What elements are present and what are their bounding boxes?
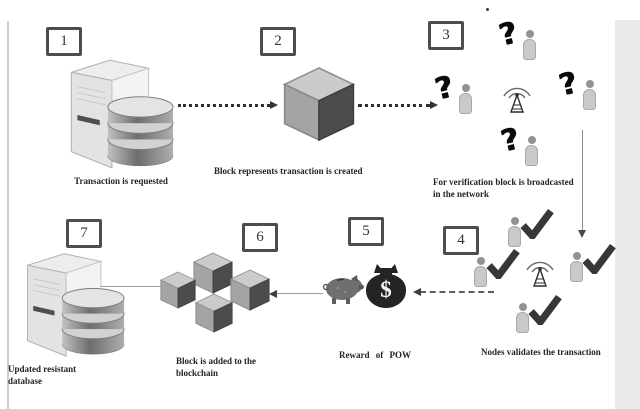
left-border-line [7, 21, 9, 409]
step-2-number: 2 [274, 33, 282, 49]
question-node-person-top-icon: ? [496, 15, 540, 66]
block-cube-icon [283, 66, 355, 142]
step-2-label: Block represents transaction is created [214, 166, 363, 176]
dollar-sign: $ [380, 277, 392, 302]
step-4-label: Nodes validates the transaction [481, 347, 601, 357]
arrow-3-4-head [578, 230, 586, 238]
step-5-number: 5 [362, 223, 370, 239]
step-3-badge: 3 [428, 21, 464, 50]
check-node-person-left-icon [474, 248, 522, 292]
server-database-icon [55, 50, 175, 174]
blockchain-cube-cluster-icon [160, 252, 272, 338]
step-3-number: 3 [442, 27, 450, 43]
step-6-label: Block is added to the blockchain [176, 356, 257, 378]
broadcast-antenna-icon [495, 82, 539, 114]
arrow-4-5-line [420, 291, 494, 293]
step-6-badge: 6 [242, 223, 278, 252]
step-5-label: Reward of POW [339, 350, 411, 360]
broadcast-antenna-icon [518, 256, 562, 288]
step-1-label: Transaction is requested [74, 176, 168, 186]
step-4-number: 4 [457, 232, 465, 248]
right-gray-band [615, 20, 640, 409]
step-1-badge: 1 [46, 27, 82, 56]
arrow-5-6-line [277, 293, 323, 294]
step-2-badge: 2 [260, 27, 296, 56]
arrow-2-3-head [430, 101, 438, 109]
arrow-3-4-line [582, 130, 583, 230]
check-node-person-bottom-icon [516, 294, 564, 338]
check-node-person-top-icon [508, 208, 556, 252]
step-6-number: 6 [256, 229, 264, 245]
arrow-2-3-line [358, 104, 430, 107]
arrow-1-2-line [178, 104, 270, 107]
server-database-icon [12, 244, 126, 362]
arrow-1-2-head [270, 101, 278, 109]
step-1-number: 1 [60, 33, 68, 49]
check-node-person-right-icon [570, 243, 618, 287]
arrow-6-7-line [93, 286, 161, 287]
step-3-label: For verification block is broadcasted in… [433, 177, 574, 199]
question-node-person-left-icon: ? [432, 69, 476, 120]
step-7-number: 7 [80, 225, 88, 241]
arrow-5-6-head [269, 290, 277, 298]
step-7-label: Updated resistant database [8, 364, 77, 386]
step-5-badge: 5 [348, 217, 384, 246]
step-7-badge: 7 [66, 219, 102, 248]
money-bag-icon: $ [366, 264, 406, 308]
stray-dot [486, 8, 489, 11]
question-node-person-bottom-icon: ? [498, 121, 542, 172]
question-node-person-right-icon: ? [556, 65, 600, 116]
arrow-4-5-head [413, 288, 421, 296]
piggy-bank-icon [322, 272, 366, 306]
step-4-badge: 4 [443, 226, 479, 255]
